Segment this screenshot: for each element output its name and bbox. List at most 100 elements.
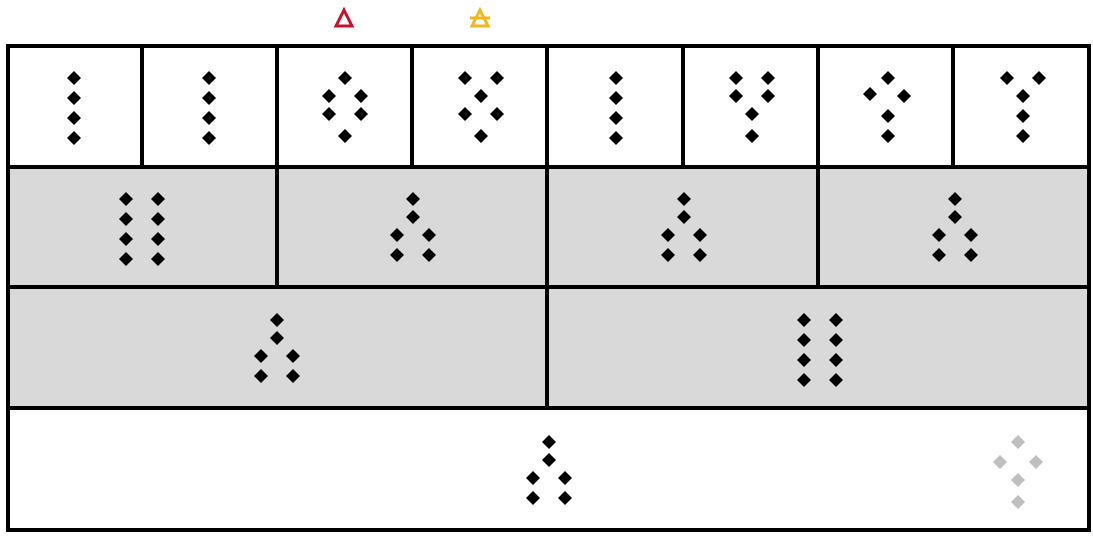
pattern-dot <box>473 128 488 143</box>
pattern-dot <box>609 130 624 145</box>
pattern-dot <box>744 128 759 143</box>
pattern-dot <box>66 70 81 85</box>
board-row-1 <box>6 44 1091 167</box>
pattern-dot <box>1011 435 1025 449</box>
pattern-tree-6 <box>389 192 436 262</box>
pattern-dot <box>677 192 692 206</box>
pattern-dot <box>964 228 979 242</box>
pattern-dot <box>202 70 217 85</box>
pattern-dot <box>457 106 472 121</box>
pattern-dot <box>760 70 775 85</box>
pattern-dot <box>964 248 979 262</box>
pattern-column-4 <box>202 70 217 145</box>
pattern-dot <box>828 352 843 367</box>
pattern-dot <box>405 192 420 206</box>
pattern-dot <box>66 90 81 105</box>
pattern-dot <box>322 88 337 103</box>
pattern-dot <box>880 108 895 123</box>
pattern-tree-6 <box>254 312 301 383</box>
pattern-v-shape-6b <box>728 70 775 143</box>
pattern-dot <box>993 455 1007 469</box>
pattern-dot <box>457 70 472 85</box>
pattern-dot <box>862 86 877 101</box>
pattern-dot <box>489 70 504 85</box>
pattern-dot <box>202 130 217 145</box>
pattern-column-4 <box>609 70 624 145</box>
pattern-dot <box>270 330 285 345</box>
pattern-y-shape-5 <box>1000 70 1047 143</box>
pattern-dot <box>948 210 963 224</box>
pattern-dot <box>796 372 811 387</box>
pattern-dot <box>150 252 165 266</box>
pattern-dot <box>828 332 843 347</box>
pattern-dot <box>880 128 895 143</box>
pattern-dot <box>1016 108 1031 123</box>
pattern-dot <box>254 368 269 383</box>
pattern-tree-6 <box>932 192 979 262</box>
pattern-dot <box>1029 455 1043 469</box>
pattern-dot <box>693 228 708 242</box>
pattern-dot <box>389 248 404 262</box>
pattern-dot <box>66 130 81 145</box>
pattern-dot <box>286 368 301 383</box>
pattern-dot <box>880 70 895 85</box>
pattern-dot <box>609 110 624 125</box>
pattern-dot <box>473 88 488 103</box>
pattern-dot <box>541 453 556 467</box>
pattern-dot <box>66 110 81 125</box>
pattern-tree-6 <box>661 192 708 262</box>
pattern-dot <box>118 252 133 266</box>
board-row-2 <box>6 167 1091 287</box>
pattern-dot <box>354 106 369 121</box>
pattern-dot <box>661 248 676 262</box>
pattern-dot <box>118 192 133 206</box>
pattern-side-branch-5 <box>862 70 911 143</box>
pattern-dot <box>1032 70 1047 85</box>
pattern-dot <box>118 212 133 226</box>
pattern-dot <box>661 228 676 242</box>
pattern-double-column-8 <box>118 192 165 266</box>
pattern-dot <box>525 471 540 485</box>
pattern-dot <box>932 228 947 242</box>
board-row-3 <box>6 287 1091 408</box>
pattern-dot <box>1000 70 1015 85</box>
pattern-dot <box>693 248 708 262</box>
pattern-dot <box>286 348 301 363</box>
pattern-dot <box>202 90 217 105</box>
pattern-dot <box>557 491 572 505</box>
pattern-dot <box>796 312 811 327</box>
pattern-dot <box>150 232 165 246</box>
pattern-dot <box>338 128 353 143</box>
pattern-dot <box>118 232 133 246</box>
pattern-cross-5-ghost <box>993 435 1043 509</box>
pattern-dot <box>322 106 337 121</box>
pattern-dot <box>744 106 759 121</box>
pattern-dot <box>150 212 165 226</box>
pattern-dot <box>270 312 285 327</box>
pattern-dot <box>405 210 420 224</box>
pattern-dot <box>338 70 353 85</box>
pattern-dot <box>1016 128 1031 143</box>
pattern-dot <box>896 88 911 103</box>
pattern-dot <box>609 70 624 85</box>
pattern-dot <box>525 491 540 505</box>
pattern-dot <box>150 192 165 206</box>
pattern-dot <box>489 106 504 121</box>
delta-symbol-icon <box>333 6 355 28</box>
pattern-dot <box>828 312 843 327</box>
pattern-dot <box>1011 473 1025 487</box>
pattern-dot <box>677 210 692 224</box>
pattern-dot <box>1016 88 1031 103</box>
delta-struck-symbol-icon <box>469 6 491 28</box>
pattern-dot <box>1011 495 1025 509</box>
pattern-dot <box>557 471 572 485</box>
pattern-dot <box>354 88 369 103</box>
pattern-dot <box>760 88 775 103</box>
pattern-dot <box>254 348 269 363</box>
pattern-dot <box>796 352 811 367</box>
pattern-double-column-8 <box>796 312 843 387</box>
board-row-4 <box>6 408 1091 532</box>
pattern-dot <box>421 248 436 262</box>
game-board <box>6 44 1091 532</box>
pattern-dot <box>796 332 811 347</box>
